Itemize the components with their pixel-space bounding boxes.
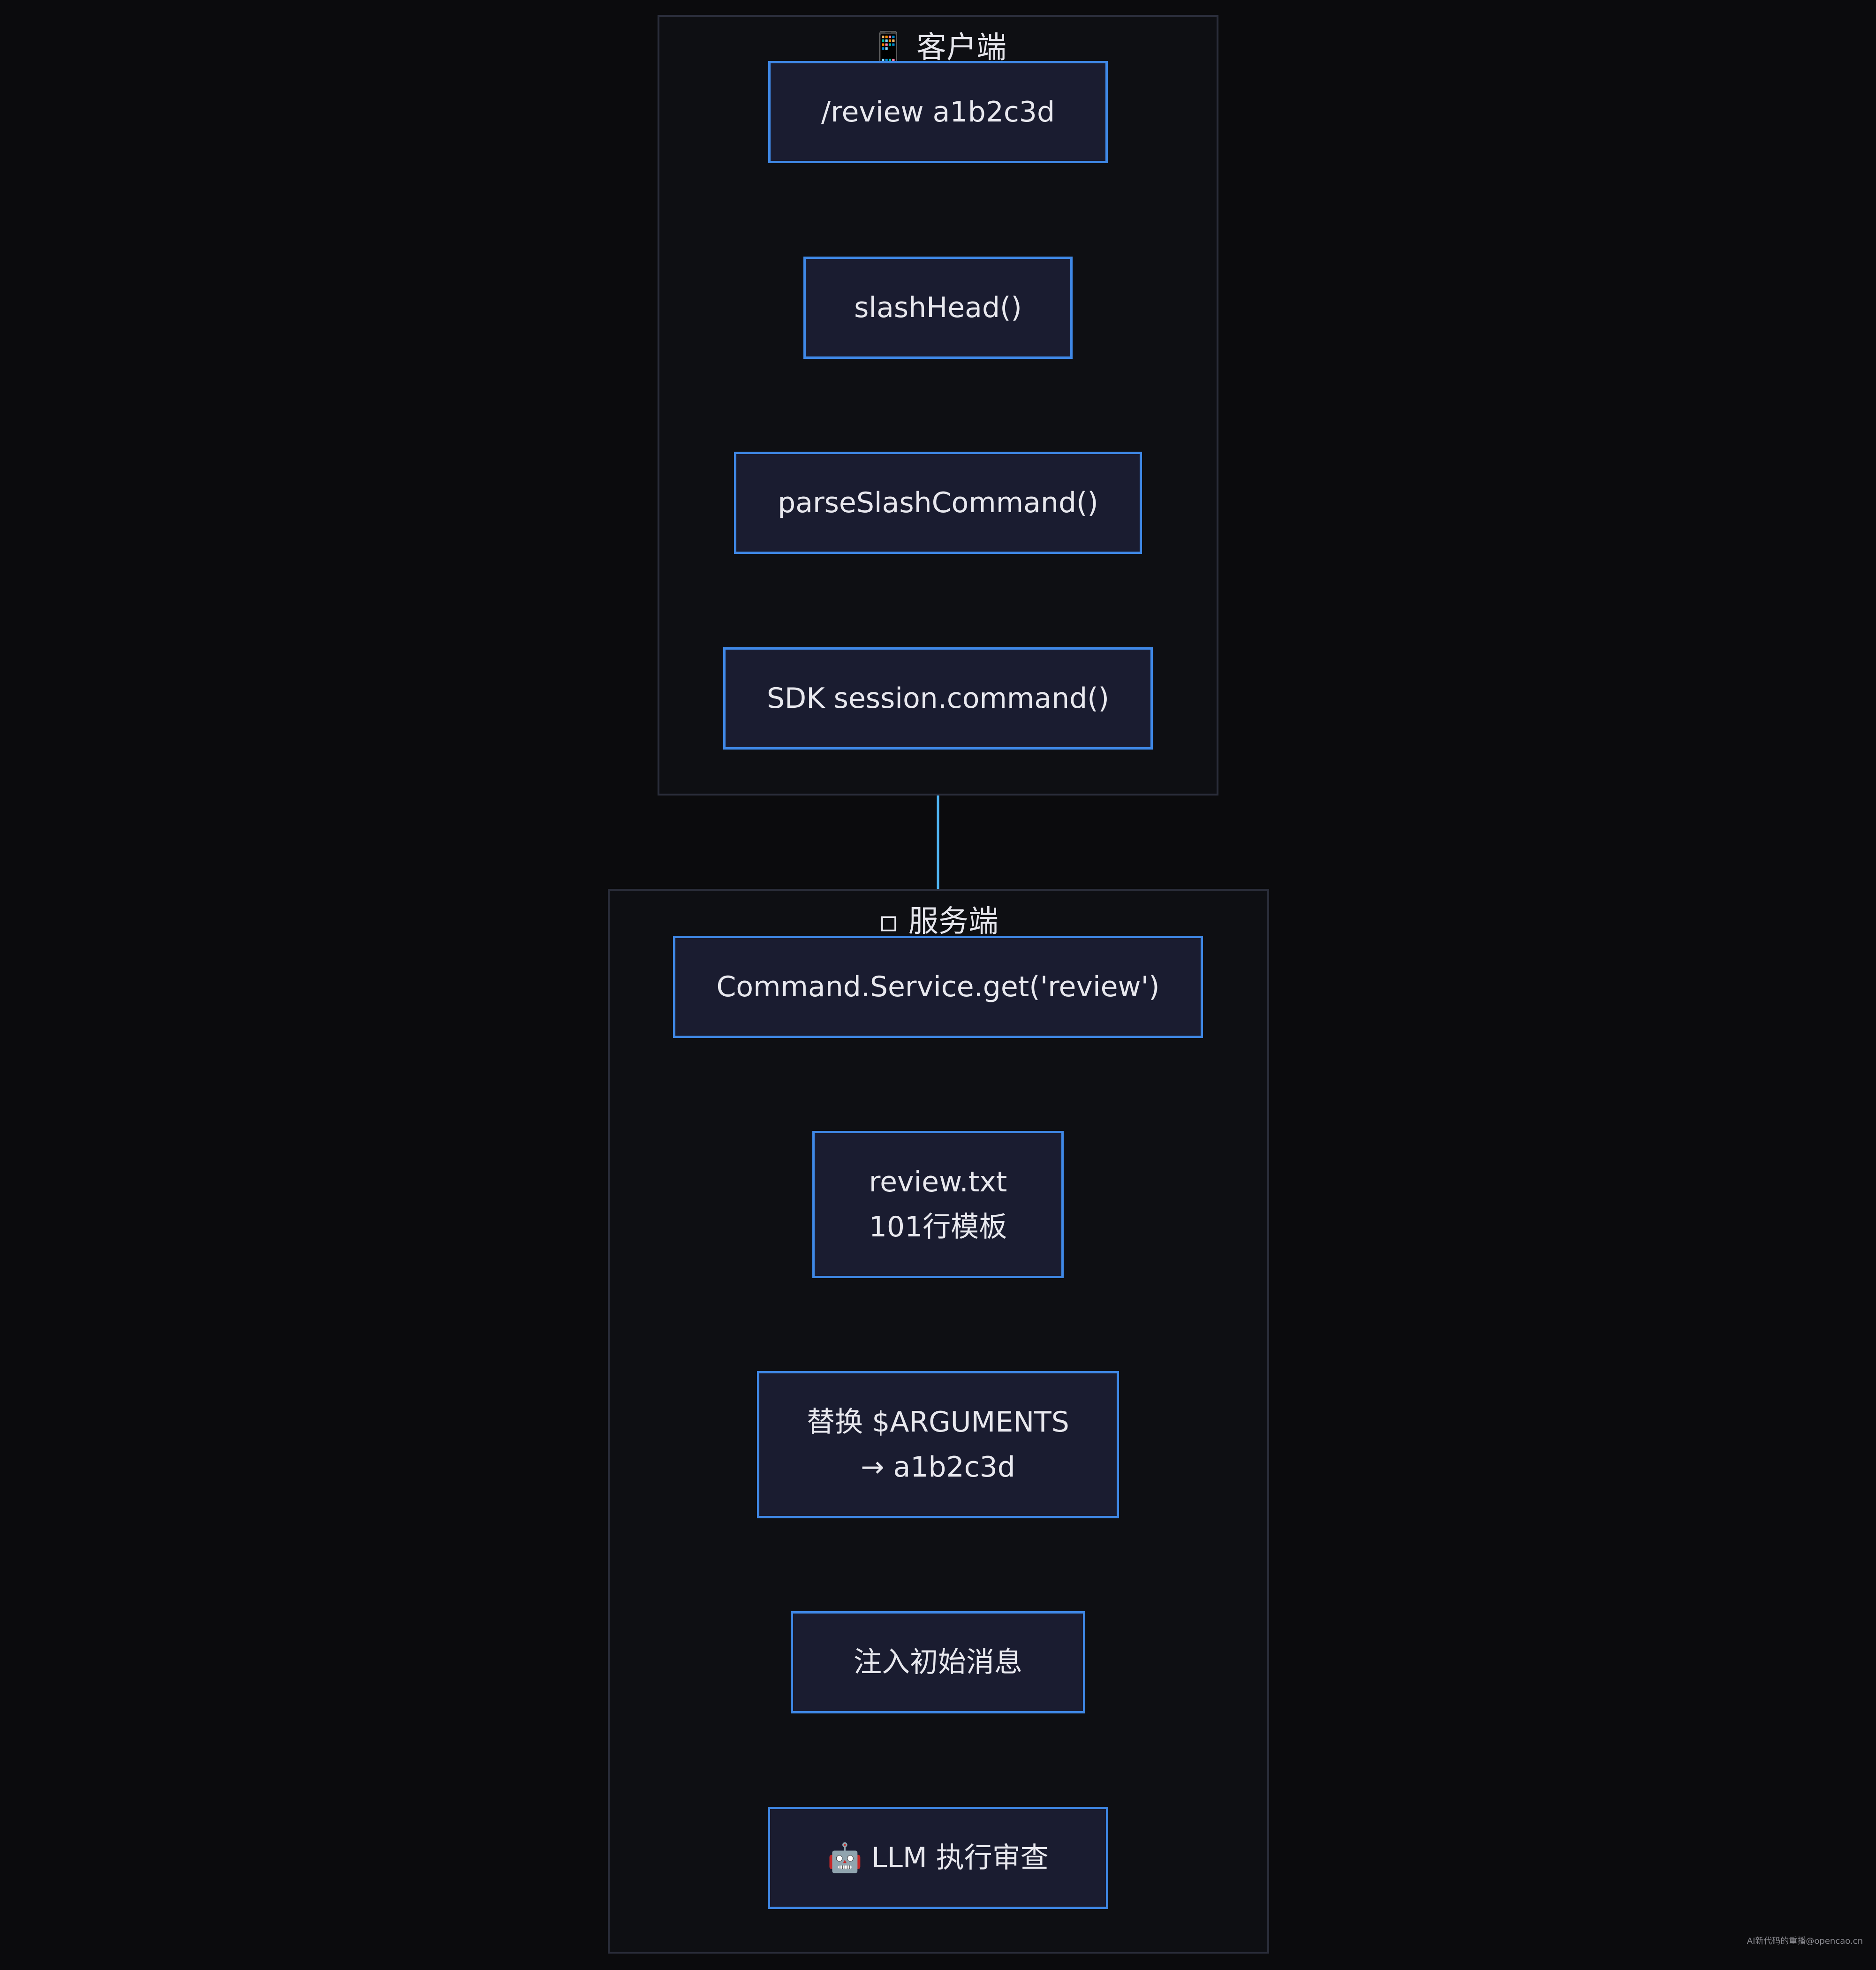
- node-label-line: → a1b2c3d: [861, 1451, 1015, 1484]
- watermark: AI新代码的重播@opencao.cn: [1747, 1936, 1863, 1946]
- node-label-line: parseSlashCommand(): [778, 486, 1098, 519]
- node-label-line: 101行模板: [869, 1211, 1007, 1243]
- node-label-line: review.txt: [869, 1166, 1007, 1198]
- client-cluster-title: 📱 客户端: [869, 30, 1007, 65]
- parse-slash-command-node: parseSlashCommand(): [734, 452, 1142, 554]
- command-service-get-node: Command.Service.get('review'): [673, 936, 1203, 1038]
- review-template-node: review.txt 101行模板: [812, 1131, 1064, 1278]
- node-label-line: Command.Service.get('review'): [716, 970, 1160, 1003]
- llm-review-node: 🤖 LLM 执行审查: [768, 1807, 1108, 1909]
- node-label-line: SDK session.command(): [766, 682, 1110, 715]
- node-label-line: 🤖 LLM 执行审查: [827, 1841, 1049, 1874]
- server-cluster-title: ▫ 服务端: [878, 904, 999, 939]
- review-command-node: /review a1b2c3d: [768, 61, 1108, 163]
- inject-message-node: 注入初始消息: [791, 1611, 1085, 1713]
- node-label-line: 替换 $ARGUMENTS: [807, 1406, 1069, 1439]
- slash-head-node: slashHead(): [803, 257, 1073, 359]
- sdk-session-command-node: SDK session.command(): [723, 647, 1153, 750]
- node-label-line: 注入初始消息: [854, 1646, 1022, 1679]
- node-label-line: slashHead(): [854, 291, 1022, 324]
- replace-arguments-node: 替换 $ARGUMENTS → a1b2c3d: [757, 1371, 1119, 1518]
- node-label-line: /review a1b2c3d: [821, 96, 1055, 129]
